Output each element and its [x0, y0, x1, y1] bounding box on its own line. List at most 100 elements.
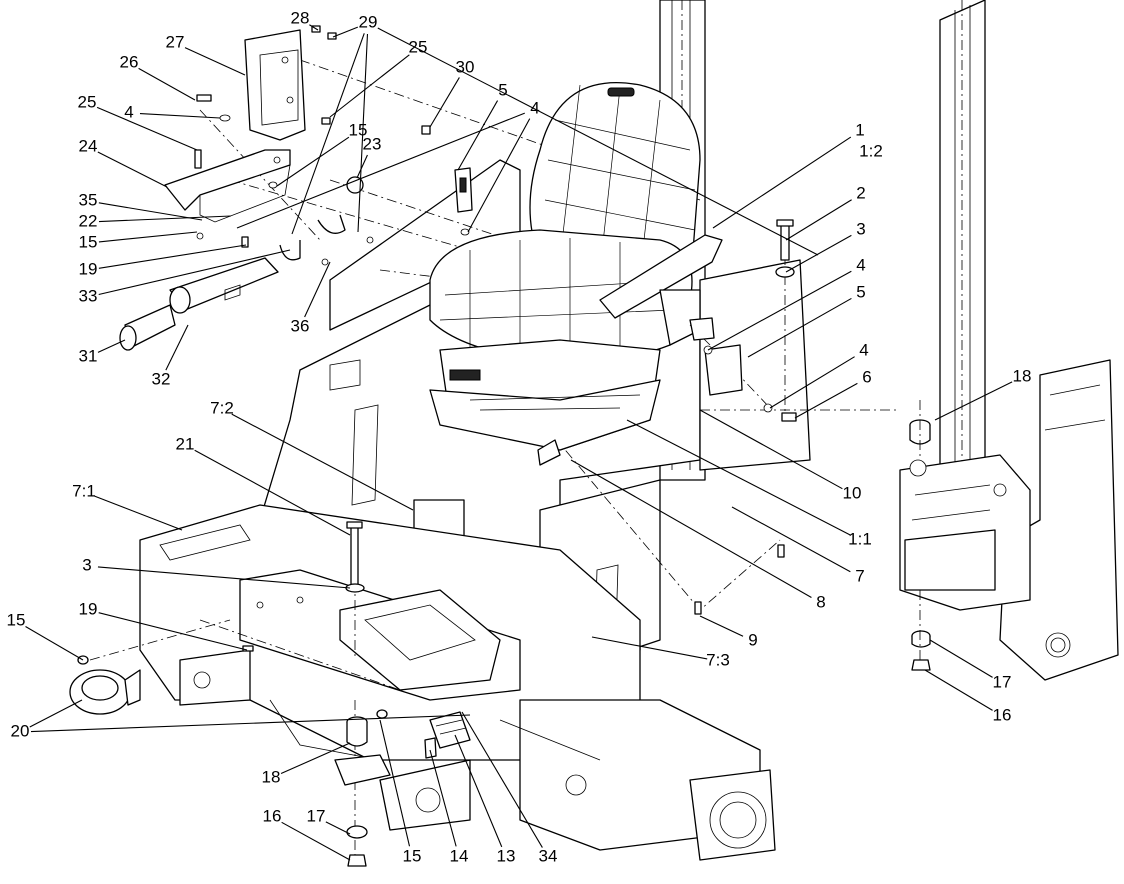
leader-line [280, 742, 351, 775]
leader-line [707, 270, 852, 351]
leader-line [929, 639, 993, 678]
leader-line [184, 47, 246, 76]
leader-line [429, 77, 460, 128]
callout-number: 1:1 [848, 529, 872, 548]
callout-number: 7 [855, 566, 864, 585]
leader-line [98, 231, 198, 243]
leader-line [329, 54, 410, 118]
callout-number: 34 [539, 846, 558, 865]
callout-number: 23 [363, 134, 382, 153]
callout-number: 30 [456, 57, 475, 76]
callout-number: 13 [497, 846, 516, 865]
leader-line [304, 261, 331, 318]
callout-number: 15 [7, 610, 26, 629]
leader-line [98, 244, 247, 269]
leader-line [96, 106, 198, 151]
leader-line [97, 566, 351, 589]
callout-number: 7:2 [210, 398, 234, 417]
callout-number: 3 [856, 219, 865, 238]
callout-number: 4 [530, 98, 539, 117]
callout-number: 1:2 [859, 141, 883, 160]
callout-number: 2 [856, 183, 865, 202]
callout-number: 6 [862, 367, 871, 386]
callout-number: 21 [176, 434, 195, 453]
leader-line [457, 100, 499, 171]
callout-number: 1 [855, 120, 864, 139]
callout-number: 33 [79, 286, 98, 305]
leader-line [231, 413, 414, 511]
leader-line [785, 234, 852, 273]
rops-post-detail [659, 0, 1119, 681]
leader-line [626, 419, 851, 536]
leader-line [467, 118, 531, 233]
callout-number: 4 [856, 255, 865, 274]
leader-line [98, 249, 291, 296]
leader-line [98, 215, 232, 223]
callout-number: 29 [359, 12, 378, 31]
leader-line [309, 24, 319, 31]
callout-number: 28 [291, 8, 310, 27]
leader-line [461, 711, 543, 848]
callout-number: 17 [993, 672, 1012, 691]
callout-number: 15 [403, 846, 422, 865]
callout-number: 36 [291, 316, 310, 335]
callout-number: 7:3 [706, 650, 730, 669]
callout-number: 19 [79, 259, 98, 278]
callout-number: 18 [1013, 366, 1032, 385]
callout-number: 5 [498, 80, 507, 99]
leader-line [769, 356, 855, 409]
leader-line [356, 154, 368, 179]
leader-line [138, 67, 196, 101]
leader-line [357, 33, 369, 233]
leader-line [276, 136, 350, 187]
bracket-and-canister-parts [119, 25, 470, 351]
leader-line [194, 449, 351, 536]
leader-line [747, 297, 852, 358]
callout-leader-lines [25, 24, 1013, 861]
leader-line [699, 615, 744, 637]
leader-line [924, 669, 993, 711]
leader-line [570, 459, 812, 599]
leader-line [794, 382, 858, 419]
leader-line [236, 112, 525, 229]
leader-line [139, 113, 221, 119]
leader-line [377, 27, 819, 256]
leader-line [934, 381, 1013, 421]
callout-number: 4 [124, 102, 133, 121]
leader-line [165, 324, 189, 371]
leader-line [332, 26, 358, 38]
leader-line [98, 202, 203, 221]
leader-line [25, 626, 84, 661]
callout-number: 15 [79, 232, 98, 251]
callout-number: 5 [856, 282, 865, 301]
leader-line [29, 699, 83, 728]
leader-line [94, 495, 183, 531]
leader-line [291, 33, 365, 235]
leader-line [454, 734, 503, 848]
leader-line [30, 714, 471, 733]
callout-number: 20 [11, 721, 30, 740]
callout-number: 3 [82, 555, 91, 574]
callout-number: 16 [993, 705, 1012, 724]
leader-line [97, 339, 126, 353]
callout-number: 15 [349, 120, 368, 139]
callout-number: 25 [409, 37, 428, 56]
callout-number: 7:1 [72, 481, 96, 500]
callout-number: 16 [263, 806, 282, 825]
callout-number: 9 [748, 630, 757, 649]
callout-number: 26 [120, 52, 139, 71]
callout-number: 10 [843, 483, 862, 502]
leader-line [281, 821, 351, 861]
callout-number: 14 [450, 846, 469, 865]
callout-number: 22 [79, 211, 98, 230]
callout-number: 18 [262, 767, 281, 786]
callout-number: 35 [79, 190, 98, 209]
leader-line [325, 821, 351, 835]
callout-number: 8 [816, 592, 825, 611]
leader-line [712, 136, 852, 229]
operator-seat [429, 81, 743, 466]
leader-line [731, 506, 851, 573]
leader-line [98, 612, 248, 651]
